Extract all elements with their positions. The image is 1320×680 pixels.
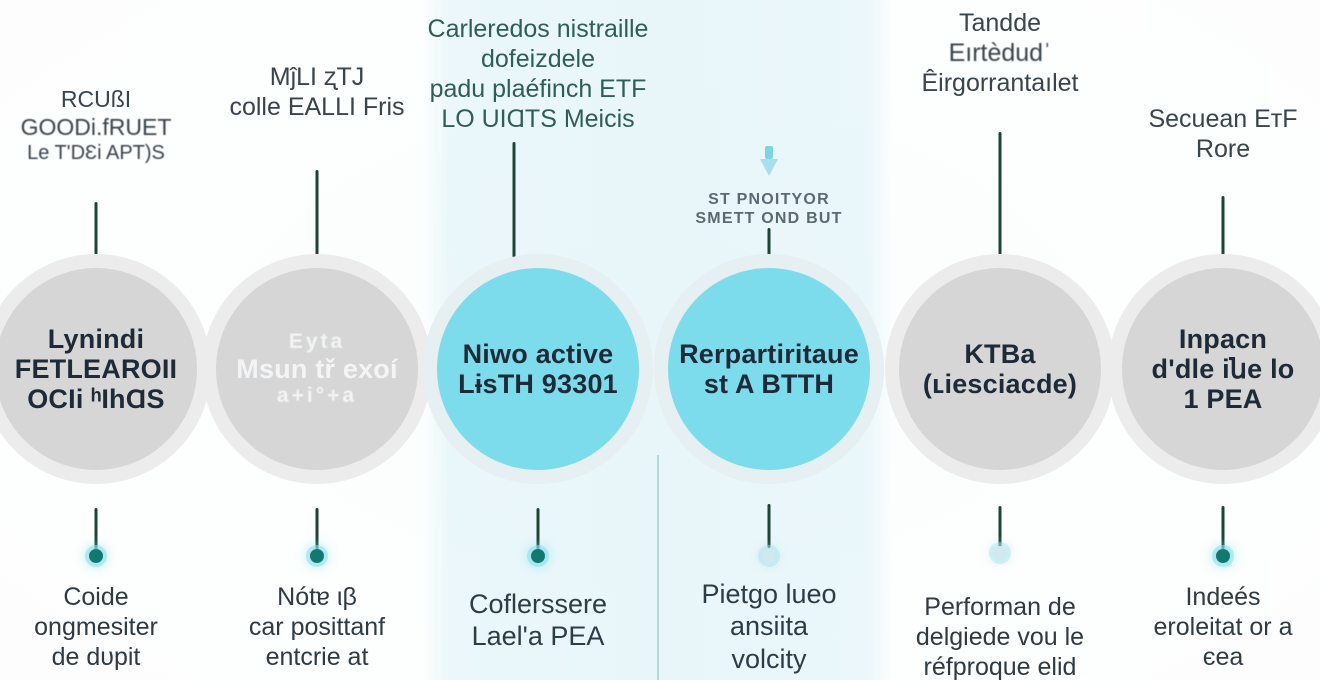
- step-3-bottom-line-1: Coflerѕѕere: [468, 589, 608, 619]
- step-2-circle[interactable]: Eyta Msun tř exoí a+i°+a: [216, 268, 418, 470]
- step-6-circle-line-2: d'dle iնe lo: [1151, 353, 1295, 384]
- step-5-bottom-line-1: Performan de: [924, 593, 1076, 621]
- step-5-top-line-1: Tandde: [958, 9, 1042, 37]
- step-3-4-divider: [657, 455, 659, 680]
- step-4-circle[interactable]: Rerpartiritaue st A BTTH: [668, 268, 870, 470]
- step-2-top-line-2: colle EALLI Fris: [229, 93, 405, 121]
- step-5-circle[interactable]: KTBa (ʟiesciacde): [899, 268, 1101, 470]
- step-1-circle-line-2: FETLEAROII: [14, 353, 178, 384]
- step-6-circle-line-3: 1 PEA: [1183, 384, 1263, 415]
- step-4-top-connector: [767, 228, 771, 264]
- timeline-step-1[interactable]: RCUßI GOODi.fRUET Le T'DƐi APT)S Lynindi…: [0, 0, 211, 680]
- step-6-bottom-line-2: eroleitat or a: [1153, 613, 1293, 641]
- step-1-top-connector: [94, 202, 98, 264]
- step-4-bottom-line-1: Pietgo lueo: [701, 579, 837, 609]
- step-2-circle-line-1: Eyta: [288, 330, 346, 354]
- step-5-top-label: Tandde Eırtèdudˈ Êirgorrantaılet: [885, 8, 1115, 98]
- step-6-top-line-2: Rore: [1195, 135, 1251, 163]
- step-6-bottom-node[interactable]: [1216, 549, 1230, 563]
- step-1-bottom-node[interactable]: [89, 549, 103, 563]
- step-3-bottom-line-2: Lael'a PEA: [471, 621, 605, 652]
- step-1-bottom-line-1: Coide: [63, 583, 129, 611]
- step-2-bottom-connector: [315, 508, 319, 550]
- step-5-bottom-label: Performan de delgiede vou le réfproque e…: [885, 592, 1115, 680]
- timeline-step-3[interactable]: Carleredos nistraille dofeizdele padu pl…: [423, 0, 653, 680]
- step-1-bottom-line-2: ongmesiter: [34, 613, 158, 641]
- step-3-bottom-connector: [536, 508, 540, 550]
- step-5-bottom-node[interactable]: [993, 546, 1007, 560]
- step-4-circle-line-1: Rerpartiritaue: [679, 338, 859, 369]
- step-1-circle-text: Lynindi FETLEAROII OCIi ʰIhⱭS: [5, 324, 188, 415]
- step-5-circle-text: KTBa (ʟiesciacde): [913, 339, 1087, 399]
- step-6-bottom-line-3: єea: [1202, 643, 1244, 671]
- step-3-top-line-3: padu plaéfinch ETF: [429, 75, 647, 103]
- step-3-circle-text: Niwo active LɨsTH 93301: [448, 339, 628, 399]
- step-2-circle-line-2: Msun tř exoí: [236, 353, 398, 384]
- step-1-top-label: RCUßI GOODi.fRUET Le T'DƐi APT)S: [0, 86, 211, 165]
- timeline-step-2[interactable]: MĵLI ʐTJ colle EALLI Fris Eyta Msun tř e…: [202, 0, 432, 680]
- step-3-bottom-node[interactable]: [531, 549, 545, 563]
- step-4-bottom-line-3: volcity: [731, 643, 807, 674]
- step-1-top-line-1: RCUßI: [60, 86, 132, 112]
- step-5-bottom-line-3: réfproque elid: [923, 653, 1077, 680]
- step-3-bottom-label: Coflerѕѕere Lael'a PEA: [423, 588, 653, 653]
- step-5-bottom-line-2: delgiede vou le: [915, 623, 1085, 651]
- step-3-top-line-4: LO UIⱭTS Meicis: [441, 105, 635, 133]
- step-3-circle[interactable]: Niwo active LɨsTH 93301: [437, 268, 639, 470]
- step-3-top-label: Carleredos nistraille dofeizdele padu pl…: [388, 14, 688, 134]
- step-6-circle[interactable]: Inpacn d'dle iնe lo 1 PEA: [1122, 268, 1320, 470]
- step-2-circle-text: Eyta Msun tř exoí a+i°+a: [226, 330, 407, 407]
- step-6-top-label: Secuean EᴛF Rore: [1108, 104, 1320, 164]
- step-1-circle[interactable]: Lynindi FETLEAROII OCIi ʰIhⱭS: [0, 268, 197, 470]
- step-2-top-line-1: MĵLI ʐTJ: [269, 63, 365, 91]
- step-1-circle-line-3: OCIi ʰIhⱭS: [27, 384, 165, 415]
- step-3-circle-line-2: LɨsTH 93301: [458, 369, 618, 399]
- step-5-top-connector: [998, 132, 1002, 262]
- step-6-circle-line-1: Inpacn: [1178, 323, 1268, 354]
- step-2-bottom-node[interactable]: [310, 549, 324, 563]
- step-4-top-line-1: ST PNOITΥOR: [708, 191, 830, 208]
- step-1-bottom-label: Coide ongmesiter de dυpit: [0, 582, 211, 672]
- step-2-bottom-line-2: car posittanf: [248, 613, 386, 641]
- step-6-bottom-connector: [1221, 506, 1225, 550]
- timeline-step-4[interactable]: ST PNOITΥOR SMETT OND BUT Rerpartiritaue…: [654, 0, 884, 680]
- step-4-bottom-node[interactable]: [762, 549, 776, 563]
- step-2-bottom-line-1: Nótɐ ιβ: [277, 583, 357, 611]
- step-6-bottom-label: Indeés eroleitat or a єea: [1108, 582, 1320, 672]
- step-4-bottom-line-2: ansiita: [729, 611, 809, 642]
- step-6-top-line-1: Secuean EᴛF: [1148, 105, 1298, 133]
- timeline-step-5[interactable]: Tandde Eırtèdudˈ Êirgorrantaılet KTBa (ʟ…: [885, 0, 1115, 680]
- step-4-bottom-connector: [767, 504, 771, 548]
- step-5-circle-line-1: KTBa: [964, 338, 1036, 369]
- step-4-top-line-2: SMETT OND BUT: [695, 210, 843, 228]
- step-3-top-line-2: dofeizdele: [481, 45, 595, 73]
- step-1-top-line-3: Le T'DƐi APT)S: [27, 142, 165, 165]
- step-4-top-label: ST PNOITΥOR SMETT OND BUT: [654, 190, 884, 228]
- step-1-bottom-connector: [94, 508, 98, 550]
- step-3-top-connector: [512, 142, 516, 264]
- step-5-top-line-2: Eırtèdudˈ: [948, 39, 1052, 67]
- step-4-circle-line-2: st A BTTH: [703, 369, 835, 399]
- step-5-top-line-3: Êirgorrantaılet: [921, 69, 1079, 97]
- step-6-bottom-line-1: Indeés: [1185, 583, 1261, 611]
- step-2-top-connector: [315, 170, 319, 262]
- step-2-bottom-line-3: entcrie at: [265, 643, 369, 671]
- down-arrow-icon: [758, 146, 780, 185]
- step-6-top-connector: [1221, 196, 1225, 262]
- step-4-bottom-label: Pietgo lueo ansiita volcity: [654, 578, 884, 675]
- step-1-circle-line-1: Lynindi: [47, 323, 145, 354]
- step-4-circle-text: Rerpartiritaue st A BTTH: [669, 339, 869, 399]
- step-6-circle-text: Inpacn d'dle iնe lo 1 PEA: [1142, 324, 1305, 415]
- step-5-circle-line-2: (ʟiesciacde): [922, 369, 1078, 399]
- step-5-bottom-connector: [998, 506, 1002, 548]
- step-3-circle-line-1: Niwo active: [462, 338, 614, 369]
- step-2-circle-line-3: a+i°+a: [276, 384, 358, 408]
- step-2-bottom-label: Nótɐ ιβ car posittanf entcrie at: [202, 582, 432, 672]
- step-2-top-label: MĵLI ʐTJ colle EALLI Fris: [202, 62, 432, 122]
- step-3-top-line-1: Carleredos nistraille: [427, 15, 649, 43]
- timeline-step-6[interactable]: Secuean EᴛF Rore Inpacn d'dle iնe lo 1 P…: [1108, 0, 1320, 680]
- step-1-top-line-2: GOODi.fRUET: [20, 113, 172, 140]
- step-1-bottom-line-3: de dυpit: [51, 643, 141, 671]
